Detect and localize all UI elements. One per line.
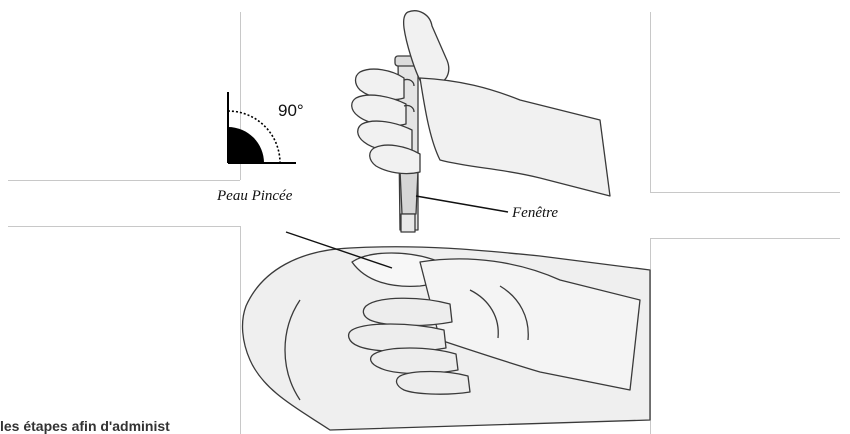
window-label: Fenêtre [512,205,558,222]
figure-caption: les étapes afin d'administ [0,418,246,434]
pinched-skin-hand-icon [243,247,650,430]
injection-pen-hand-icon [352,11,610,232]
window-leader-line [416,196,508,212]
skin-label: Peau Pincée [217,188,292,205]
angle-label: 90° [278,101,304,121]
